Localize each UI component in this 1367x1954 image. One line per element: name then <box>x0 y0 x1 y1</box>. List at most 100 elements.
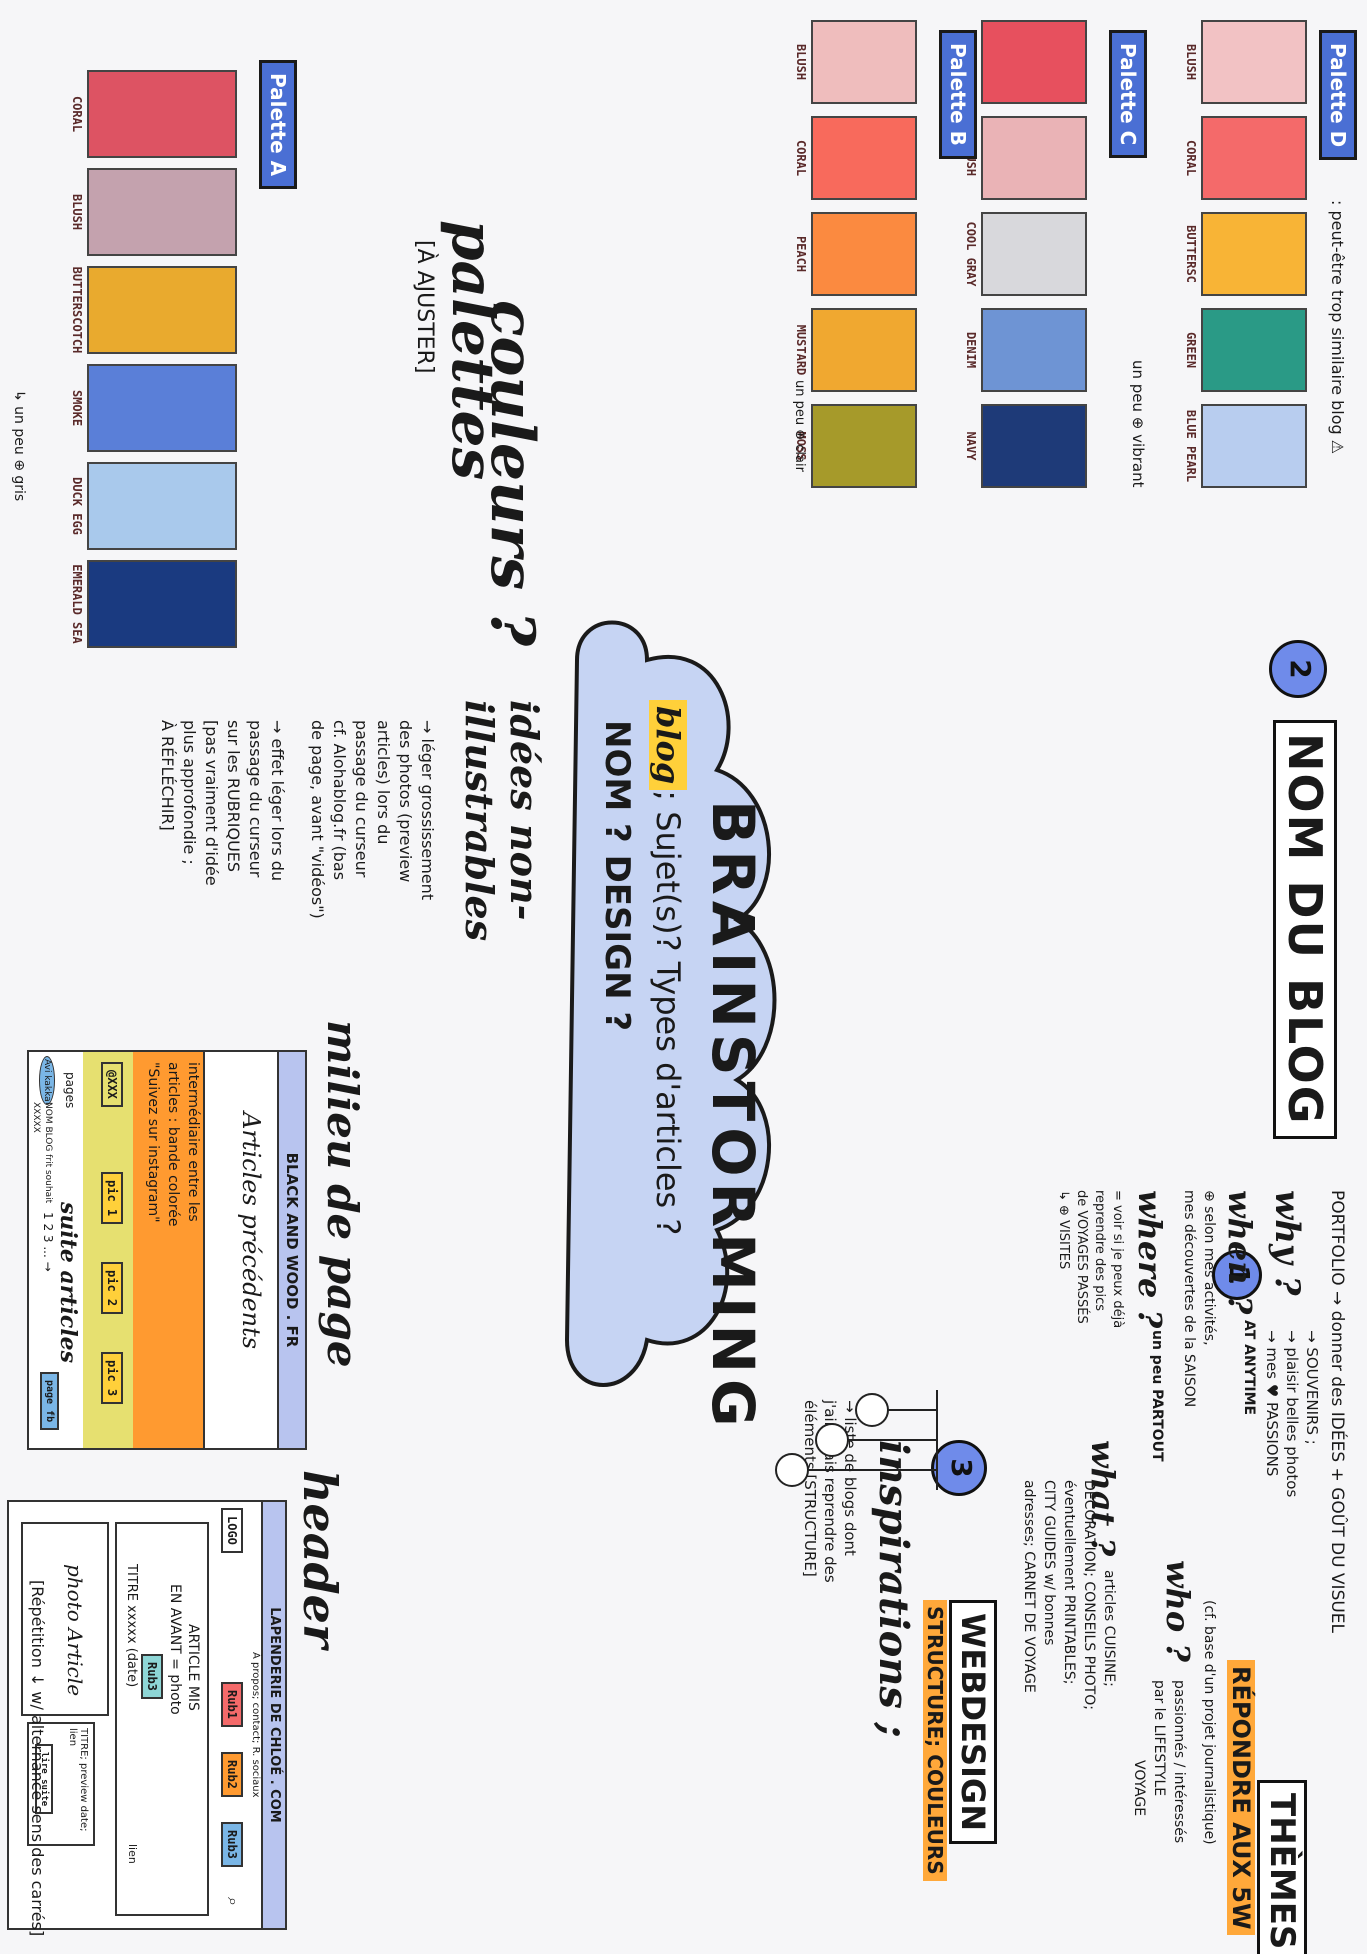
pic-3[interactable]: pic 3 <box>101 1352 123 1405</box>
swatch-a-1 <box>87 70 237 158</box>
pic-1[interactable]: pic 1 <box>101 1172 123 1225</box>
palette-c-note: un peu ⊕ vibrant <box>1129 360 1147 488</box>
suite-articles: suite articles <box>55 1202 81 1364</box>
featured-article[interactable]: ARTICLE MIS EN AVANT = photo Rub3 TITRE … <box>115 1522 209 1916</box>
who-line-2: passionnés / intéressés <box>1171 1680 1187 1844</box>
idees1-line-6: de page, avant "vidéos") <box>308 720 327 919</box>
rub3-nav-button[interactable]: Rub3 <box>221 1822 243 1867</box>
swatch-label-a-4: SMOKE <box>70 389 84 427</box>
webdesign-title: WEBDESIGN <box>949 1600 997 1844</box>
swatch-d-5 <box>1201 404 1307 488</box>
header-wireframe: 1 LAPENDERIE DE CHLOÉ . COM À propos; co… <box>7 1500 287 1930</box>
idees2-line-3: sur les RUBRIQUES <box>224 720 243 873</box>
what-line-4: CITY GUIDES w/ bonnes <box>1041 1480 1057 1646</box>
palette-b-note: un peu ⊕ clair <box>792 380 807 472</box>
swatch-label-a-1: CORAL <box>70 95 84 133</box>
swatch-label-d-3: BUTTERSC <box>1184 225 1198 283</box>
when-line-3: mes découvertes de la SAISON <box>1181 1190 1197 1408</box>
rub1-button[interactable]: Rub1 <box>221 1682 243 1727</box>
header-bar-sub[interactable]: À propos; contact; R. sociaux <box>250 1652 261 1798</box>
titre-preview: TITRE; preview date; lien <box>67 1728 89 1832</box>
swatch-c-2 <box>981 116 1087 200</box>
when-line-1: AT ANYTIME <box>1241 1320 1257 1416</box>
who-line-4: VOYAGE <box>1131 1760 1147 1817</box>
subjects-text: ; Sujet(s)? Types d'articles ? <box>649 790 687 1236</box>
where-line-1: un peu PARTOUT <box>1149 1330 1165 1462</box>
swatch-b-1 <box>811 20 917 104</box>
articles-precedents: Articles précédents <box>237 1112 265 1350</box>
featured-line-2: EN AVANT = photo <box>167 1584 183 1715</box>
brainstorming-title: BRAINSTORMING <box>699 800 767 1433</box>
swatch-label-d-4: GREEN <box>1184 331 1198 369</box>
orange-band: intermédiaire entre les articles : bande… <box>131 1052 205 1448</box>
palette-d-label: Palette D <box>1319 30 1357 161</box>
insta-band: @XXX pic 1 pic 2 pic 3 <box>83 1052 133 1448</box>
idees2-line-6: À RÉFLÉCHIR] <box>158 720 177 831</box>
swatch-a-5 <box>87 462 237 550</box>
swatch-b-5 <box>811 404 917 488</box>
header-bar: LAPENDERIE DE CHLOÉ . COM <box>261 1502 285 1928</box>
why-line-3: → mes ♥ PASSIONS <box>1263 1330 1281 1477</box>
swatch-a-3 <box>87 266 237 354</box>
pagination[interactable]: 1 2 3 ... → <box>41 1212 55 1272</box>
swatch-label-c-4: DENIM <box>964 331 978 369</box>
idees1-line-2: des photos (preview <box>396 720 415 883</box>
footer-sub: XXXXX <box>31 1102 41 1133</box>
palette-a-note: ↳ un peu ⊕ gris <box>11 390 27 502</box>
themes-title: THÈMES <box>1257 1780 1307 1954</box>
swatch-d-2 <box>1201 116 1307 200</box>
idees-title: idées non-illustrables <box>457 700 547 942</box>
swatch-c-3 <box>981 212 1087 296</box>
rub2-button[interactable]: Rub2 <box>221 1752 243 1797</box>
nom-title: NOM DU BLOG <box>1273 720 1337 1139</box>
why-line-2: → plaisir belles photos <box>1283 1330 1301 1498</box>
what-line-5: adresses; CARNET DE VOYAGE <box>1021 1480 1037 1693</box>
band-line-1: intermédiaire entre les <box>185 1062 201 1222</box>
swatch-label-c-3: COOL GRAY <box>964 221 978 287</box>
webdesign-subtitle: STRUCTURE; COULEURS <box>923 1600 947 1881</box>
palette-a-label: Palette A <box>259 60 297 190</box>
palette-b-label: Palette B <box>939 30 977 159</box>
swatch-c-5 <box>981 404 1087 488</box>
swatch-a-6 <box>87 560 237 648</box>
swatch-label-b-2: CORAL <box>794 139 808 177</box>
swatch-label-a-5: DUCK EGG <box>70 477 84 535</box>
swatch-a-2 <box>87 168 237 256</box>
idees1-line-1: → léger grossissement <box>418 720 437 901</box>
swatch-b-2 <box>811 116 917 200</box>
photo-article: photo Article <box>63 1564 87 1697</box>
rub3-tag: Rub3 <box>141 1654 163 1699</box>
idees1-line-4: passage du curseur <box>352 720 371 878</box>
milieu-wireframe: 2 BLACK AND WOOD . FR Articles précédent… <box>27 1050 307 1450</box>
page-fb-button[interactable]: page fb <box>40 1372 59 1431</box>
palette-c-label: Palette C <box>1109 30 1147 159</box>
swatch-d-4 <box>1201 308 1307 392</box>
idees2-line-1: → effet léger lors du <box>268 720 287 882</box>
repetition-note: [Répétition ↓ w/ alternance sens des car… <box>28 1580 47 1937</box>
where-line-2: = voir si je peux déjà <box>1110 1190 1125 1329</box>
footer-logo: Avi kakka <box>39 1056 55 1105</box>
featured-titre: TITRE xxxxx (date) <box>124 1564 139 1688</box>
swatch-a-4 <box>87 364 237 452</box>
logo-box[interactable]: LOGO <box>221 1508 243 1553</box>
swatch-d-3 <box>1201 212 1307 296</box>
top-note: PORTFOLIO → donner des IDÉES + GOÛT DU V… <box>1327 1190 1347 1634</box>
idees2-line-2: passage du curseur <box>246 720 265 878</box>
insta-handle[interactable]: @XXX <box>101 1062 123 1107</box>
swatch-label-d-2: CORAL <box>1184 139 1198 177</box>
who-title: who ? <box>1159 1560 1197 1663</box>
palettes-subtitle: [À AJUSTER] <box>412 240 437 374</box>
pages-label: pages <box>63 1072 77 1109</box>
swatch-label-c-5: NAVY <box>964 431 978 461</box>
who-line-1: (cf. base d'un projet journalistique) <box>1201 1600 1217 1845</box>
when-title: when ? <box>1221 1190 1259 1315</box>
search-icon[interactable]: ⌕ <box>224 1897 243 1906</box>
swatch-label-a-2: BLUSH <box>70 193 84 231</box>
pic-2[interactable]: pic 2 <box>101 1262 123 1315</box>
when-line-2: ⊕ selon mes activités, <box>1201 1190 1217 1346</box>
featured-lien[interactable]: lien <box>126 1844 139 1864</box>
band-line-3: "Suivez sur instagram" <box>145 1062 161 1223</box>
idees2-line-4: [pas vraiment d'idée <box>202 720 221 886</box>
lightbulbs-icon <box>775 1390 938 1490</box>
